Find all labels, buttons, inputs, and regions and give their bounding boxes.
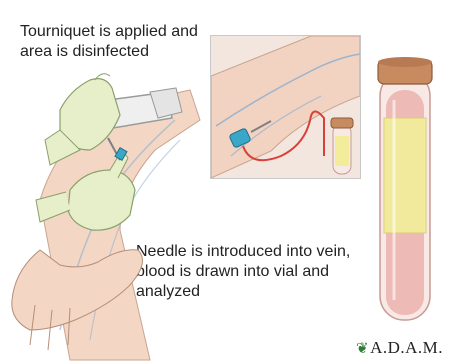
inset-illustration <box>211 36 360 178</box>
adam-leaf-icon: ❦ <box>356 341 369 357</box>
adam-logo: ❦A.D.A.M. <box>356 338 443 358</box>
logo-text: A.D.A.M. <box>370 338 443 357</box>
inset-closeup <box>210 35 361 179</box>
collection-vial <box>378 57 432 320</box>
